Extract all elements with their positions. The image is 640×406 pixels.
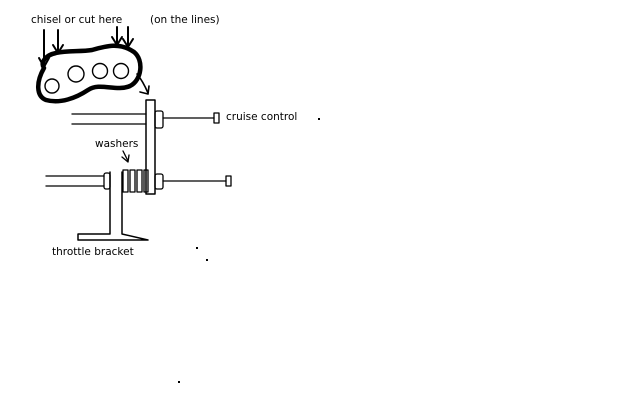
throttle-cable [154,173,232,190]
cruise-cable [154,110,220,129]
cruise-control-label: cruise control [226,111,298,123]
washers-arrow [121,150,130,163]
washers-label: washers [95,138,139,150]
piece-to-plate-arrow [136,73,150,95]
bracket-piece [36,43,143,104]
on-lines-label: (on the lines) [150,14,220,26]
chisel-label: chisel or cut here [31,14,123,26]
throttle-shaft [45,172,111,190]
washers [122,169,149,193]
stray-dots [178,118,320,383]
throttle-bracket-shape [77,171,149,241]
cruise-bracket-plate [145,99,156,195]
throttle-bracket-label: throttle bracket [52,246,134,258]
cruise-shaft [71,113,147,125]
